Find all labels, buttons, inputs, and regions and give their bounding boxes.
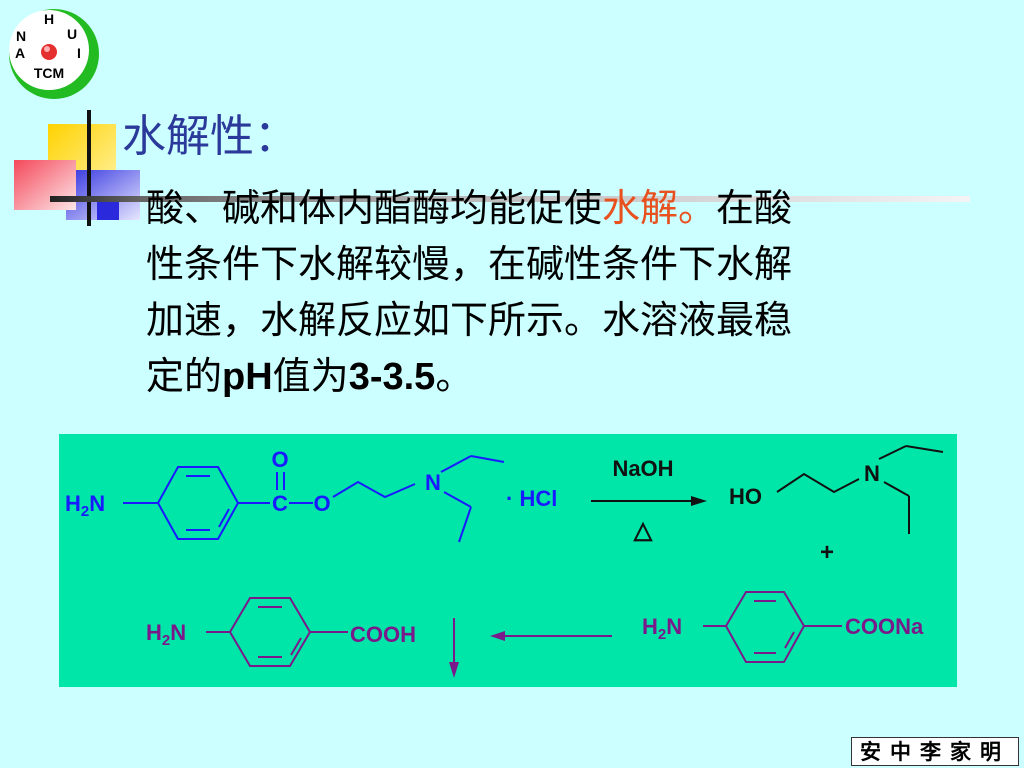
- heat-symbol: △: [633, 517, 654, 544]
- logo-center-dot: [41, 44, 57, 60]
- reactant-structure: [123, 455, 505, 543]
- logo-letter-i: I: [77, 45, 81, 61]
- title-divider-line: [50, 196, 970, 202]
- reactant-hcl: · HCl: [506, 486, 557, 511]
- reagent-naoh: NaOH: [612, 456, 673, 481]
- reactant-carbon: C: [272, 491, 288, 516]
- ph-value: 3-3.5: [348, 356, 436, 398]
- paragraph-line-1: 酸、碱和体内酯酶均能促使水解。在酸: [146, 180, 946, 236]
- text-segment: 酸、碱和体内酯酶均能促使: [146, 186, 603, 230]
- reactant-labels: H2N O C O N · HCl: [65, 447, 557, 520]
- logo-letter-u: U: [67, 26, 77, 42]
- logo-letter-h: H: [44, 11, 54, 27]
- forward-arrow: [591, 496, 707, 506]
- acidify-arrow: [490, 631, 612, 641]
- author-signature: 安中李家明: [851, 737, 1019, 766]
- reaction-scheme: H2N O C O N · HCl NaOH △ HO N +: [59, 434, 957, 687]
- product1-labels: HO N +: [729, 461, 880, 566]
- product1-nitrogen: N: [864, 461, 880, 486]
- reactant-ester-o: O: [313, 491, 330, 516]
- reactant-nitrogen: N: [425, 470, 441, 495]
- paragraph-line-2: 性条件下水解较慢，在碱性条件下水解: [146, 242, 793, 286]
- product3-labels: H2N COOH: [146, 620, 416, 649]
- text-segment: 定的: [146, 354, 223, 398]
- logo: H N U A I TCM: [9, 9, 99, 99]
- logo-text-tcm: TCM: [34, 65, 64, 81]
- product2-coona: COONa: [845, 614, 924, 639]
- reactant-carbonyl-o: O: [271, 447, 288, 472]
- product2-labels: H2N COONa: [642, 614, 924, 643]
- decorative-squares: [14, 110, 140, 226]
- product1-ho: HO: [729, 484, 762, 509]
- product2-amine: H2N: [642, 614, 682, 643]
- logo-letter-a: A: [15, 45, 25, 61]
- logo-letter-n: N: [16, 28, 26, 44]
- product1-structure: [776, 445, 944, 534]
- product3-amine: H2N: [146, 620, 186, 649]
- text-segment: 。: [435, 354, 474, 398]
- product3-structure: [206, 597, 455, 672]
- paragraph-line-4: 定的pH值为3-3.5。: [146, 348, 946, 405]
- slide-title: 水解性：: [122, 111, 298, 162]
- plus-sign: +: [820, 539, 834, 566]
- highlight-hydrolysis: 水解。: [602, 186, 717, 230]
- reaction-diagram: H2N O C O N · HCl NaOH △ HO N +: [65, 445, 944, 678]
- text-segment: 在酸: [716, 186, 793, 230]
- product2-structure: [703, 591, 842, 663]
- down-arrow-head: [449, 662, 459, 678]
- text-segment: 值为: [272, 354, 349, 398]
- bullet-square: [97, 202, 119, 220]
- reactant-amine-h: H2N: [65, 491, 105, 520]
- product3-cooh: COOH: [350, 622, 416, 647]
- ph-label: pH: [222, 356, 273, 398]
- paragraph-line-3: 加速，水解反应如下所示。水溶液最稳: [146, 298, 793, 342]
- body-paragraph: 酸、碱和体内酯酶均能促使水解。在酸 性条件下水解较慢，在碱性条件下水解 加速，水…: [146, 180, 946, 405]
